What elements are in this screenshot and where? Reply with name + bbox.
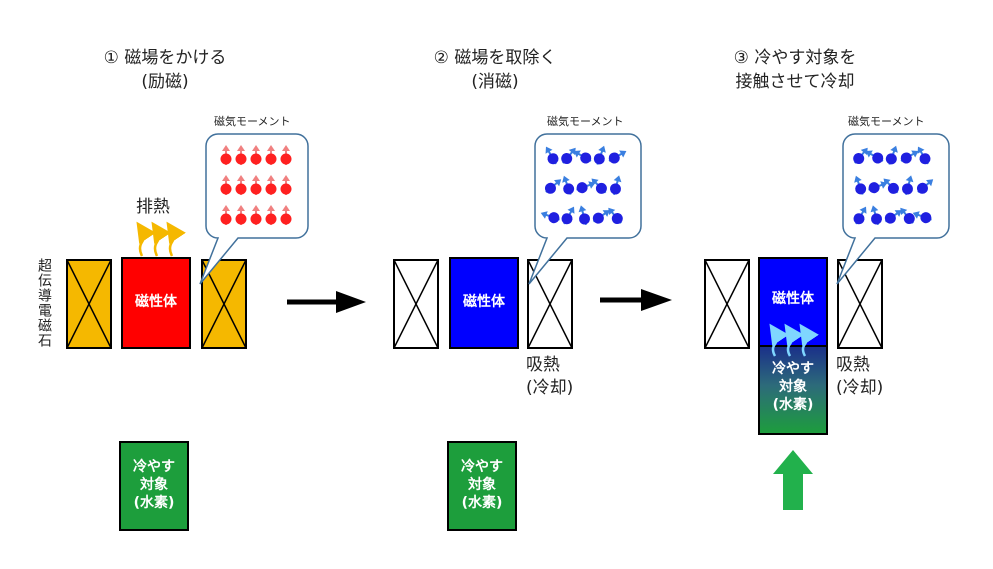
spin-moment (540, 211, 560, 224)
spin-moment (591, 178, 607, 194)
magnetic-body-label-2: 磁性体 (463, 294, 505, 310)
spin-moment (608, 150, 627, 164)
magnet-right-1 (201, 259, 247, 349)
spin-moment (265, 175, 277, 195)
spin-moment (916, 179, 934, 194)
moment-label-1: 磁気モーメント (214, 115, 291, 128)
spin-moment (220, 175, 232, 195)
superconducting-magnet-label: 超伝導電磁石 (36, 258, 52, 348)
spin-moment (562, 175, 575, 195)
spin-moment (265, 145, 277, 165)
spin-moment (593, 145, 606, 165)
spin-moment (545, 146, 559, 165)
spin-moment (912, 211, 932, 224)
magnet-left-1 (66, 259, 112, 349)
step3-title: ③ 冷やす対象を 接触させて冷却 (733, 48, 857, 92)
magnetic-body-hot (121, 257, 191, 349)
moment-label-2: 磁気モーメント (547, 115, 624, 128)
spin-moment (280, 145, 292, 165)
spin-moment (865, 150, 884, 164)
moment-bubble-2 (528, 133, 642, 285)
target-label-1: 冷やす 対象 (水素) (133, 459, 175, 511)
spin-moment (573, 150, 592, 164)
spin-moment (900, 150, 919, 164)
spin-moment (250, 175, 262, 195)
spin-moment (280, 205, 292, 225)
moment-bubble-3 (836, 133, 950, 285)
spin-moment (901, 175, 914, 195)
spin-moment (900, 207, 915, 225)
spin-moment (578, 205, 591, 225)
magnet-left-3 (704, 259, 750, 349)
spin-moment (250, 205, 262, 225)
spin-moment (250, 145, 262, 165)
magnetic-body-cold-2 (449, 257, 519, 349)
spin-moment (608, 207, 623, 225)
spin-moment (853, 147, 868, 165)
target-label-2: 冷やす 対象 (水素) (461, 459, 503, 511)
magnetic-body-label-1: 磁性体 (135, 294, 177, 310)
heat-absorb-label-2: 吸熱 (冷却) (526, 355, 574, 398)
spin-moment (561, 206, 575, 225)
heat-exhaust-arrows (136, 221, 186, 257)
spins-aligned (220, 145, 292, 225)
spin-moment (870, 205, 883, 225)
target-box-2 (447, 441, 517, 531)
spin-moment (280, 175, 292, 195)
step1-title: ① 磁場をかける (励磁) (103, 48, 227, 92)
spin-moment (853, 206, 867, 225)
moment-label-3: 磁気モーメント (848, 115, 925, 128)
spin-moment (885, 145, 898, 165)
spin-moment (235, 175, 247, 195)
spin-moment (883, 178, 899, 194)
target-box-1 (119, 441, 189, 531)
cooling-target-contact (758, 345, 828, 435)
spin-moment (235, 145, 247, 165)
heat-exhaust-label: 排熱 (136, 197, 170, 217)
spins-random-3 (853, 145, 934, 225)
spin-moment (265, 205, 277, 225)
heat-absorb-label-3: 吸熱 (冷却) (836, 355, 884, 398)
spin-moment (609, 175, 622, 195)
spin-moment (854, 175, 867, 195)
spin-moment (235, 205, 247, 225)
process-arrow-2 (600, 289, 672, 311)
spins-random-2 (540, 145, 627, 225)
spin-moment (544, 179, 562, 194)
spin-moment (884, 210, 902, 224)
spin-moment (561, 147, 576, 165)
magnet-left-2 (393, 259, 439, 349)
spin-moment (220, 205, 232, 225)
cold-flow-arrows (769, 323, 819, 357)
target-label-3: 冷やす 対象 (水素) (772, 361, 814, 413)
spin-moment (917, 146, 931, 165)
magnetic-body-label-3: 磁性体 (772, 291, 814, 307)
process-arrow-1 (287, 291, 366, 313)
step2-title: ② 磁場を取除く (消磁) (433, 48, 557, 92)
spin-moment (220, 145, 232, 165)
spin-moment (592, 210, 610, 224)
push-up-arrow (773, 450, 813, 510)
